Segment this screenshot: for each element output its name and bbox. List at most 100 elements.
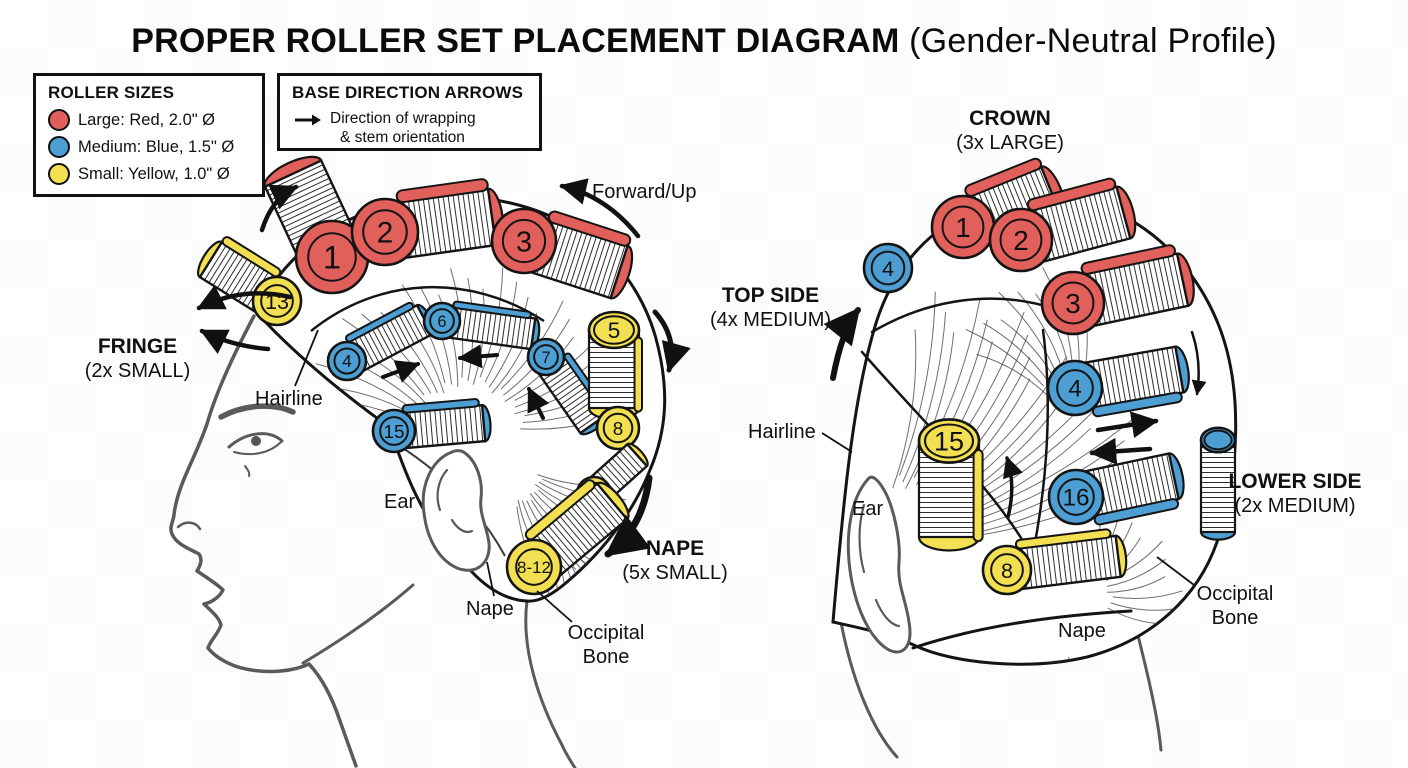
right-crown-section-line — [870, 297, 1054, 334]
annotation-pointer-lines — [294, 329, 1195, 623]
hair-strand — [1062, 660, 1072, 665]
hair-strand — [1107, 576, 1166, 593]
label-nape-zone-line2: (5x SMALL) — [622, 562, 728, 585]
left-ear — [421, 449, 491, 572]
right-double-arrow-right — [1095, 411, 1159, 439]
roller-number: 4 — [1068, 376, 1082, 403]
hair-strand — [983, 322, 1051, 384]
label-topside-line2: (4x MEDIUM) — [709, 309, 832, 332]
left-interior-arrow-2 — [457, 344, 499, 369]
left-face-nostril — [176, 521, 202, 531]
label-topside-line1: TOP SIDE — [721, 284, 820, 307]
label-lowerside-zone: LOWER SIDE (2x MEDIUM) — [1200, 469, 1390, 518]
left-face-jawline — [301, 583, 415, 665]
left-interior-arrow-1 — [381, 360, 421, 383]
roller-number: 8 — [613, 419, 624, 440]
roller-number: 3 — [516, 226, 532, 258]
legend-item-medium-label: Medium: Blue, 1.5" Ø — [78, 137, 235, 156]
roller-partial — [1199, 426, 1237, 541]
label-right-hairline: Hairline — [748, 421, 816, 443]
label-crown-line2: (3x LARGE) — [956, 132, 1064, 155]
direction-arrow-caption-line2: & stem orientation — [340, 129, 465, 147]
base-direction-arrows-box: BASE DIRECTION ARROWS Direction of wrapp… — [277, 73, 542, 151]
page-title: PROPER ROLLER SET PLACEMENT DIAGRAM (Gen… — [0, 22, 1408, 61]
left-ear-lobe-curve — [450, 518, 474, 534]
roller-number: 5 — [608, 318, 621, 343]
direction-arrow-caption: Direction of wrapping & stem orientation — [330, 109, 476, 148]
roller-number: 4 — [342, 352, 352, 371]
right-ear-inner-curve — [858, 503, 866, 574]
left-hairline-pointer — [294, 329, 319, 387]
hair-strand — [892, 329, 917, 489]
hair-strand — [1112, 590, 1183, 599]
roller-number: 1 — [323, 240, 341, 276]
hair-strand — [976, 353, 1048, 396]
legend-item-small: Small: Yellow, 1.0" Ø — [48, 163, 250, 185]
label-left-occipital-bone: Occipital Bone — [540, 621, 672, 669]
right-topside-arrow — [823, 307, 861, 381]
left-fringe-arrow-upper — [196, 285, 293, 311]
hair-strand — [1042, 660, 1055, 665]
label-right-occipital-line1: Occipital — [1196, 583, 1274, 605]
roller-2: 2 — [350, 178, 505, 267]
left-face-eye-lower — [233, 441, 282, 456]
roller-number: 3 — [1065, 288, 1081, 319]
left-neck-back — [524, 599, 577, 768]
left-interior-arrow-3 — [527, 386, 550, 420]
base-direction-arrows-title: BASE DIRECTION ARROWS — [292, 83, 524, 102]
roller-3: 3 — [490, 207, 634, 300]
roller-6: 6 — [422, 300, 541, 351]
right-edge-down-arrow — [1190, 330, 1207, 396]
roller-number: 1 — [955, 212, 971, 243]
page-title-suffix: (Gender-Neutral Profile) — [899, 22, 1277, 60]
right-neck-front — [838, 615, 899, 759]
roller-5: 5 — [587, 310, 643, 421]
label-left-occipital-line2: Bone — [582, 646, 630, 668]
left-fringe-arrow-lower — [199, 328, 271, 354]
direction-arrow-icon — [295, 114, 321, 126]
label-right-nape: Nape — [1058, 620, 1106, 642]
hair-strand — [902, 311, 947, 483]
large-red-swatch-icon — [48, 109, 70, 131]
hair-strand — [1066, 660, 1082, 665]
roller-4: 4 — [1046, 345, 1190, 418]
hair-strand — [1058, 659, 1063, 665]
left-face-undereye-line — [244, 465, 251, 477]
left-face-pupil — [251, 436, 261, 446]
hair-strand — [1017, 291, 1064, 373]
roller-number: 8-12 — [517, 558, 551, 577]
roller-1: 1 — [930, 157, 1066, 260]
hair-strand — [315, 363, 416, 412]
roller-number: 7 — [541, 349, 550, 367]
label-right-occipital-line2: Bone — [1211, 607, 1259, 629]
right-stem-up-arrow — [1003, 456, 1023, 519]
direction-arrows — [196, 178, 1207, 558]
roller-16: 16 — [1047, 452, 1185, 526]
label-fringe-zone: FRINGE (2x SMALL) — [55, 334, 220, 383]
small-yellow-swatch-icon — [48, 163, 70, 185]
label-left-ear: Ear — [384, 491, 416, 513]
base-direction-arrows-row: Direction of wrapping & stem orientation — [292, 109, 527, 148]
label-lowerside-line2: (2x MEDIUM) — [1234, 495, 1356, 518]
hair-strand — [965, 329, 1044, 387]
label-fringe-line2: (2x SMALL) — [84, 360, 191, 383]
hair-strand — [1107, 558, 1166, 587]
label-crown-zone: CROWN (3x LARGE) — [920, 106, 1100, 155]
label-left-hairline: Hairline — [255, 388, 323, 410]
label-forward-up: Forward/Up — [592, 181, 697, 203]
left-part-line — [310, 285, 545, 332]
roller-number: 8 — [1001, 558, 1013, 583]
roller-2: 2 — [988, 177, 1137, 273]
left-face-eye-upper — [227, 432, 284, 449]
page-title-main: PROPER ROLLER SET PLACEMENT DIAGRAM — [131, 22, 900, 60]
label-nape-zone: NAPE (5x SMALL) — [585, 536, 765, 585]
hair-strand — [1068, 656, 1087, 665]
right-occipital-pointer — [1156, 556, 1195, 586]
right-double-arrow-left — [1089, 437, 1153, 465]
left-crown-up-arrow — [259, 184, 299, 233]
roller-8: 8 — [595, 405, 641, 451]
